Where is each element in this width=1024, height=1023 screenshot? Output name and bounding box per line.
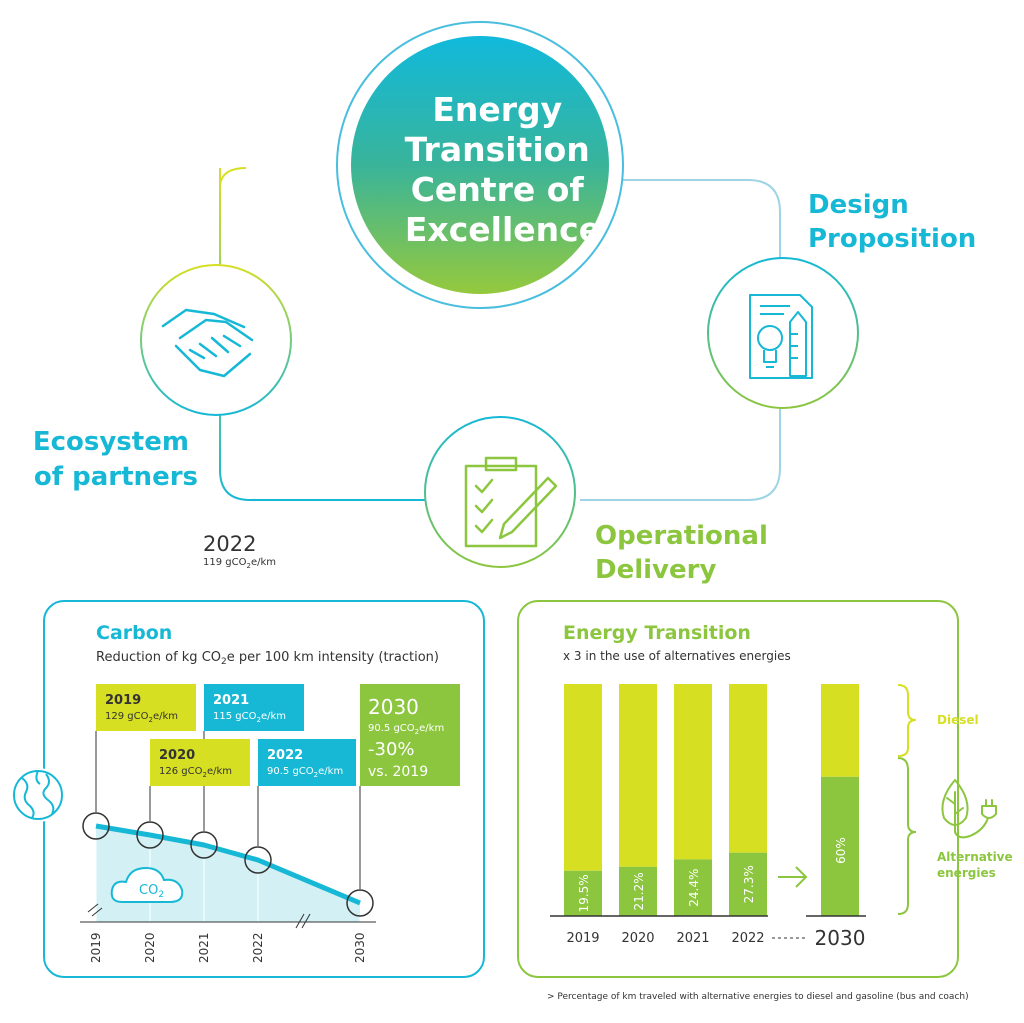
bar-value-label: 21.2% — [632, 872, 646, 910]
energy-title: Energy Transition — [563, 622, 751, 644]
bar-value-label: 27.3% — [742, 865, 756, 903]
carbon-tick-label: 2030 — [353, 932, 367, 963]
callout-2021-box — [204, 684, 304, 731]
callout-2030-year: 2030 — [368, 695, 419, 719]
bar-value-label: 24.4% — [687, 869, 701, 907]
callout-2022-box — [258, 739, 356, 786]
callout-2021-value: 115 gCO2e/km — [213, 711, 286, 724]
standalone-value: 119 gCO2e/km — [203, 557, 276, 570]
callout-2020-box — [150, 739, 250, 786]
leaf-plug-icon — [941, 779, 997, 839]
bar-alternative-2020 — [619, 866, 657, 916]
carbon-title: Carbon — [96, 622, 172, 644]
bar-diesel-2022 — [729, 684, 767, 853]
year-marker-2030 — [346, 889, 374, 917]
carbon-tick-label: 2020 — [143, 932, 157, 963]
design-label: Design Proposition — [808, 190, 976, 254]
ecosystem-label: Ecosystem of partners — [33, 427, 198, 492]
callout-2030-value: 90.5 gCO2e/km — [368, 723, 444, 736]
bar-diesel-2030 — [821, 684, 859, 777]
energy-tick-label: 2021 — [676, 931, 709, 946]
design-ring — [707, 257, 859, 409]
bar-alternative-2030 — [821, 776, 859, 916]
year-marker-2021 — [190, 831, 218, 859]
energy-subtitle: x 3 in the use of alternatives energies — [563, 649, 791, 663]
energy-tick-label: 2020 — [621, 931, 654, 946]
energy-tick-label: 2022 — [731, 931, 764, 946]
arrow-icon — [778, 866, 808, 888]
year-marker-2020 — [136, 821, 164, 849]
operational-label: Operational Delivery — [595, 521, 777, 585]
callout-2020-value: 126 gCO2e/km — [159, 766, 232, 779]
carbon-trend-line — [95, 823, 361, 906]
callout-2022-year: 2022 — [267, 748, 303, 763]
carbon-tick-label: 2021 — [197, 932, 211, 963]
bar-diesel-2019 — [564, 684, 602, 871]
standalone-year: 2022 — [203, 532, 256, 556]
callout-2030-pct: -30% — [368, 739, 415, 760]
axis-break-right — [295, 913, 311, 929]
callout-2020-year: 2020 — [159, 748, 195, 763]
alternative-brace — [897, 757, 917, 915]
callout-2030-vs: vs. 2019 — [368, 764, 428, 780]
globe-icon — [13, 770, 63, 820]
bar-alternative-2019 — [564, 870, 602, 916]
bar-value-label: 60% — [834, 837, 848, 864]
callout-2030-box — [360, 684, 460, 786]
energy-tick-label: 2030 — [815, 926, 866, 950]
carbon-markers — [82, 812, 374, 917]
legend-alternative: Alternative energies — [937, 850, 1017, 880]
handshake-icon — [161, 308, 254, 378]
axis-break-left — [87, 903, 103, 917]
operational-ring — [424, 416, 576, 568]
carbon-tick-label: 2019 — [89, 932, 103, 963]
legend-diesel: Diesel — [937, 713, 979, 727]
callout-2019-year: 2019 — [105, 693, 141, 708]
footnote: > Percentage of km traveled with alterna… — [547, 992, 969, 1002]
carbon-callouts: 2019 129 gCO2e/km 2020 126 gCO2e/km 2021… — [96, 684, 460, 786]
bar-alternative-2021 — [674, 859, 712, 916]
bar-alternative-2022 — [729, 852, 767, 916]
callout-2019-box — [96, 684, 196, 731]
bar-diesel-2021 — [674, 684, 712, 860]
carbon-guides — [95, 731, 361, 922]
carbon-tick-label: 2022 — [251, 932, 265, 963]
energy-axis-labels: 2019 2020 2021 2022 2030 — [566, 926, 865, 950]
callout-2019-value: 129 gCO2e/km — [105, 711, 178, 724]
bar-value-label: 19.5% — [577, 874, 591, 912]
energy-tick-label: 2019 — [566, 931, 599, 946]
bar-diesel-2020 — [619, 684, 657, 867]
callout-2021-year: 2021 — [213, 693, 249, 708]
year-marker-2022 — [244, 846, 272, 874]
hub-circle — [351, 36, 609, 294]
carbon-subtitle: Reduction of kg CO2e per 100 km intensit… — [96, 650, 439, 667]
co2-cloud-icon: CO2 — [110, 866, 184, 903]
carbon-axis-labels: 2019 2020 2021 2022 2030 — [89, 932, 367, 963]
checklist-icon — [464, 456, 558, 548]
design-idea-icon — [749, 294, 813, 379]
year-marker-2019 — [82, 812, 110, 840]
energy-bars: 19.5% 21.2% 24.4% 27.3% 60% — [564, 684, 859, 916]
co2-cloud-label: CO2 — [139, 883, 164, 900]
diesel-brace — [897, 684, 917, 757]
hub-title: Energy Transition Centre of Excellence — [405, 90, 602, 249]
callout-2022-value: 90.5 gCO2e/km — [267, 766, 343, 779]
